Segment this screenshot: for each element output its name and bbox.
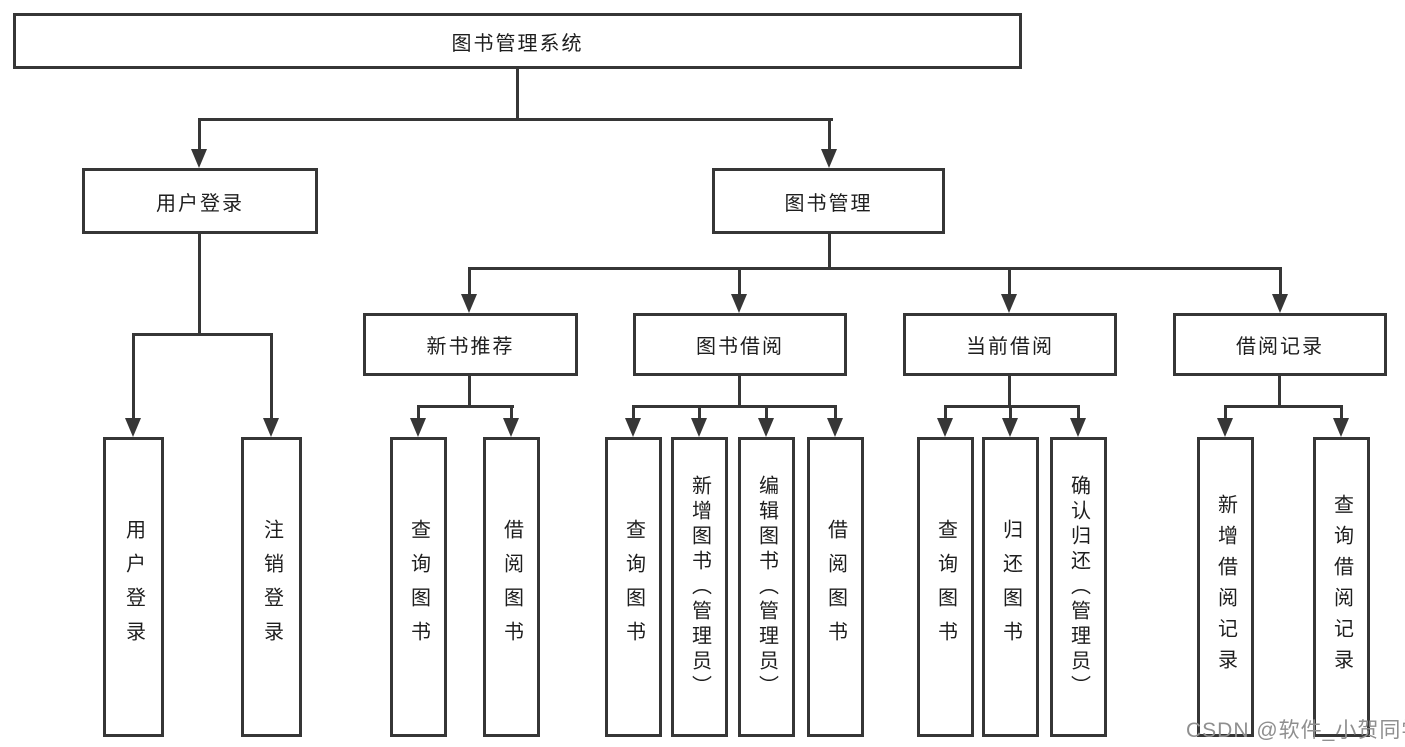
connector-line bbox=[132, 333, 135, 421]
arrow-down-icon bbox=[625, 418, 641, 437]
connector-line bbox=[1278, 376, 1281, 408]
leaf-logout: 注销登录 bbox=[241, 437, 302, 737]
arrow-down-icon bbox=[410, 418, 426, 437]
connector-line bbox=[132, 333, 273, 336]
connector-line bbox=[944, 405, 947, 421]
connector-line bbox=[765, 405, 768, 421]
node-book-borrowing: 图书借阅 bbox=[633, 313, 847, 376]
arrow-down-icon bbox=[821, 149, 837, 168]
csdn-watermark: CSDN @软件_小贺同学 bbox=[1186, 719, 1405, 742]
node-new-book-recommendation: 新书推荐 bbox=[363, 313, 578, 376]
connector-line bbox=[1008, 267, 1011, 296]
connector-line bbox=[516, 69, 519, 120]
arrow-down-icon bbox=[827, 418, 843, 437]
arrow-down-icon bbox=[191, 149, 207, 168]
connector-line bbox=[632, 405, 837, 408]
arrow-down-icon bbox=[1333, 418, 1349, 437]
connector-line bbox=[738, 267, 741, 296]
connector-line bbox=[468, 267, 471, 296]
arrow-down-icon bbox=[731, 294, 747, 313]
connector-line bbox=[198, 118, 201, 152]
connector-line bbox=[698, 405, 701, 421]
arrow-down-icon bbox=[503, 418, 519, 437]
leaf-borrow-books-recommend: 借阅图书 bbox=[483, 437, 540, 737]
connector-line bbox=[1340, 405, 1343, 421]
connector-line bbox=[1224, 405, 1227, 421]
leaf-confirm-return-admin: 确认归还（管理员） bbox=[1050, 437, 1107, 737]
node-book-management: 图书管理 bbox=[712, 168, 945, 234]
arrow-down-icon bbox=[1217, 418, 1233, 437]
connector-line bbox=[828, 233, 831, 270]
connector-line bbox=[510, 405, 513, 421]
leaf-borrow-books: 借阅图书 bbox=[807, 437, 864, 737]
connector-line bbox=[1224, 405, 1343, 408]
connector-line bbox=[198, 234, 201, 336]
leaf-add-book-admin: 新增图书（管理员） bbox=[671, 437, 728, 737]
node-borrowing-records: 借阅记录 bbox=[1173, 313, 1387, 376]
arrow-down-icon bbox=[461, 294, 477, 313]
node-current-borrowing: 当前借阅 bbox=[903, 313, 1117, 376]
leaf-edit-book-admin: 编辑图书（管理员） bbox=[738, 437, 795, 737]
arrow-down-icon bbox=[691, 418, 707, 437]
connector-line bbox=[417, 405, 514, 408]
arrow-down-icon bbox=[758, 418, 774, 437]
leaf-query-borrow-record: 查询借阅记录 bbox=[1313, 437, 1370, 737]
connector-line bbox=[944, 405, 1080, 408]
leaf-user-login: 用户登录 bbox=[103, 437, 164, 737]
connector-line bbox=[1077, 405, 1080, 421]
leaf-return-books: 归还图书 bbox=[982, 437, 1039, 737]
leaf-query-books-current: 查询图书 bbox=[917, 437, 974, 737]
arrow-down-icon bbox=[1001, 294, 1017, 313]
arrow-down-icon bbox=[263, 418, 279, 437]
node-library-management-system: 图书管理系统 bbox=[13, 13, 1022, 69]
connector-line bbox=[1279, 267, 1282, 296]
arrow-down-icon bbox=[1070, 418, 1086, 437]
arrow-down-icon bbox=[937, 418, 953, 437]
connector-line bbox=[834, 405, 837, 421]
leaf-add-borrow-record: 新增借阅记录 bbox=[1197, 437, 1254, 737]
connector-line bbox=[198, 118, 833, 121]
node-user-login: 用户登录 bbox=[82, 168, 318, 234]
arrow-down-icon bbox=[125, 418, 141, 437]
connector-line bbox=[738, 376, 741, 408]
connector-line bbox=[1009, 405, 1012, 421]
arrow-down-icon bbox=[1002, 418, 1018, 437]
connector-line bbox=[417, 405, 420, 421]
connector-line bbox=[828, 118, 831, 152]
leaf-query-books-recommend: 查询图书 bbox=[390, 437, 447, 737]
connector-line bbox=[1008, 376, 1011, 408]
arrow-down-icon bbox=[1272, 294, 1288, 313]
connector-line bbox=[468, 376, 471, 408]
leaf-query-books-borrowing: 查询图书 bbox=[605, 437, 662, 737]
connector-line bbox=[632, 405, 635, 421]
connector-line bbox=[468, 267, 1282, 270]
connector-line bbox=[270, 333, 273, 421]
